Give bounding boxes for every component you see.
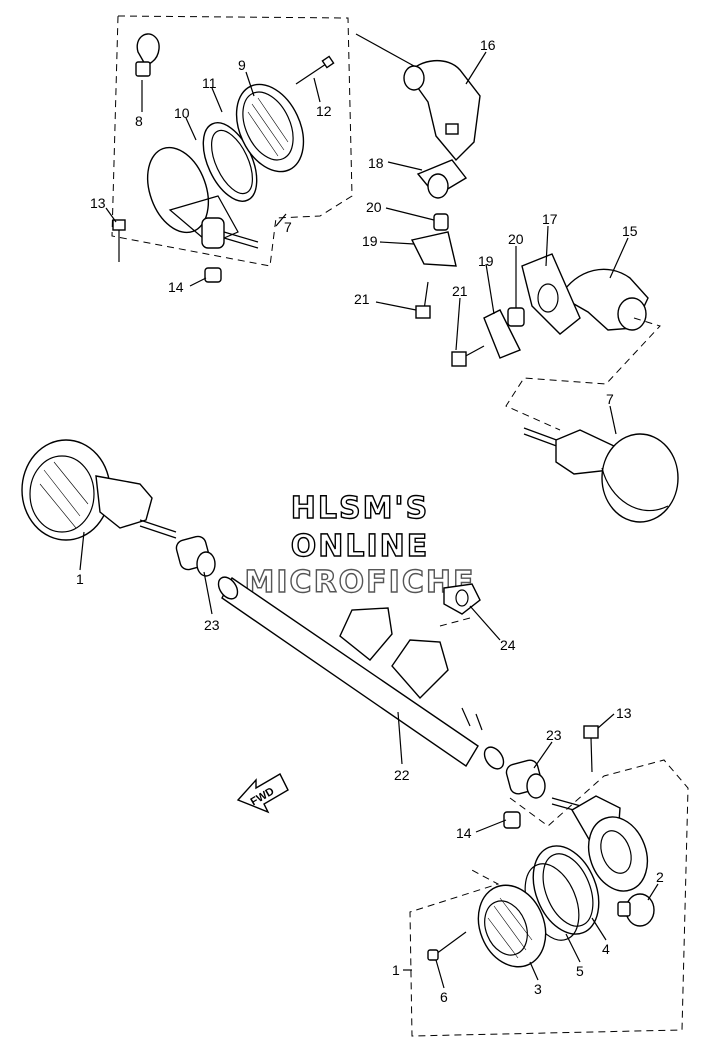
lens-part-10 (146, 146, 259, 249)
nut-part-14-top (204, 267, 222, 283)
flasher-body (551, 795, 649, 892)
plate-part-19-top (410, 231, 457, 267)
collar-part-20-right (507, 307, 525, 327)
callout-1-left: 1 (76, 571, 84, 587)
plate-part-19-right (483, 309, 521, 359)
watermark-line-1: HLSM'S (291, 491, 429, 526)
assembly-boundary-bottom-right (409, 759, 689, 1037)
callout-21-top: 21 (354, 291, 370, 307)
callout-7-top: 7 (284, 219, 292, 235)
bulb-part-8 (135, 33, 160, 77)
callout-16: 16 (480, 37, 496, 53)
callout-23-left: 23 (204, 617, 220, 633)
callout-17: 17 (542, 211, 558, 227)
callout-22: 22 (394, 767, 410, 783)
stay-part-16 (403, 59, 481, 162)
callout-21-right: 21 (452, 283, 468, 299)
watermark-line-2: ONLINE (291, 529, 430, 564)
callout-19-right: 19 (478, 253, 494, 269)
ring-part-4 (532, 845, 600, 935)
callout-9: 9 (238, 57, 246, 73)
lens-part-3 (477, 884, 547, 968)
bolt-part-13-bottom (583, 725, 599, 773)
callout-14-bottom: 14 (456, 825, 472, 841)
callout-18: 18 (368, 155, 384, 171)
flasher-part-1-left (21, 439, 177, 541)
bottom-right-flasher-assembly (409, 725, 689, 1037)
plate-part-18 (416, 159, 468, 199)
screw-part-12 (295, 55, 335, 85)
callout-10: 10 (174, 105, 190, 121)
dashed-link-to-flasher (505, 317, 661, 431)
callout-14-top: 14 (168, 279, 184, 295)
callout-5: 5 (576, 963, 584, 979)
callout-12: 12 (316, 103, 332, 119)
callout-13-bottom: 13 (616, 705, 632, 721)
callout-19-top: 19 (362, 233, 378, 249)
watermark: HLSM'S ONLINE MICROFICHE (244, 490, 476, 600)
callout-1-bottom: 1 (392, 962, 400, 978)
flasher-part-7-right (523, 427, 679, 523)
callout-3: 3 (534, 981, 542, 997)
assembly-boundary-top-left (111, 15, 353, 267)
nut-part-14-bottom (503, 811, 521, 829)
callout-13-top: 13 (90, 195, 106, 211)
mounting-bracket-assembly (355, 33, 661, 431)
bolt-part-13-top (112, 219, 126, 262)
screw-part-6 (427, 931, 467, 961)
gasket-part-17 (521, 253, 581, 335)
callout-23-right: 23 (546, 727, 562, 743)
grommet-part-23-right (505, 759, 546, 799)
callout-11: 11 (202, 75, 217, 91)
watermark-line-3: MICROFICHE (245, 565, 476, 600)
bolt-part-21-right (451, 345, 485, 367)
forward-direction-arrow: FWD (236, 773, 289, 814)
callouts: 8 9 11 10 12 13 7 14 16 18 20 19 21 17 1… (76, 37, 664, 1005)
leader-lines (79, 51, 659, 989)
callout-24: 24 (500, 637, 516, 653)
callout-20-right: 20 (508, 231, 524, 247)
bulb-part-2 (617, 893, 655, 927)
top-left-flasher-assembly (111, 15, 353, 283)
bolt-part-21-top (415, 281, 431, 319)
stay-tube-part-22 (217, 576, 505, 770)
callout-8: 8 (135, 113, 143, 129)
stay-part-15 (559, 268, 649, 331)
callout-4: 4 (602, 941, 610, 957)
callout-6: 6 (440, 989, 448, 1005)
callout-20-top: 20 (366, 199, 382, 215)
callout-15: 15 (622, 223, 638, 239)
callout-7-right: 7 (606, 391, 614, 407)
collar-part-20-top (433, 213, 449, 231)
grommet-part-23-left (175, 535, 216, 577)
callout-2: 2 (656, 869, 664, 885)
clamp-part-24 (443, 583, 481, 615)
